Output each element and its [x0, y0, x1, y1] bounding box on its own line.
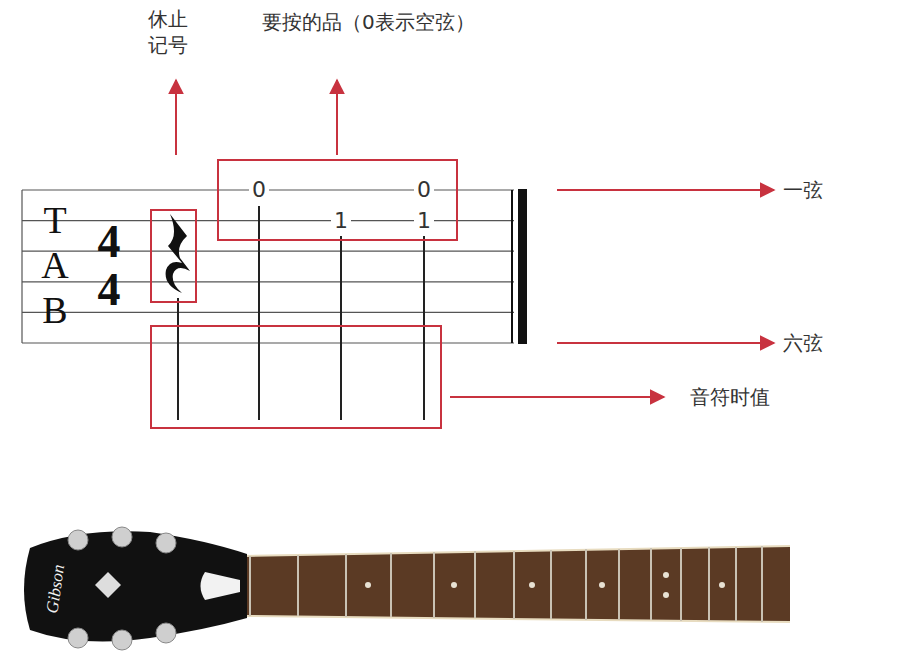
time-signature: 4	[98, 214, 121, 269]
callout-arrows	[176, 80, 774, 397]
callout-label: 要按的品（0表示空弦）	[262, 10, 475, 34]
note-stems	[178, 206, 424, 420]
quarter-rest	[166, 214, 190, 293]
callout-label: 音符时值	[690, 385, 770, 409]
barline	[511, 190, 513, 343]
guitar-neck	[24, 527, 790, 650]
staff-lines	[22, 190, 514, 343]
tab-letter: T	[43, 198, 66, 244]
callout-label: 休止 记号	[148, 6, 192, 58]
time-signature: 4	[98, 262, 121, 317]
fret-number: 1	[414, 207, 434, 233]
tab-letter: A	[41, 243, 68, 289]
brand-logo: Gibson	[42, 563, 69, 614]
tab-letter: B	[42, 288, 67, 334]
string-label: 一弦	[783, 178, 823, 202]
fret-number: 1	[331, 207, 351, 233]
fret-number: 0	[249, 177, 269, 203]
final-barline	[518, 189, 527, 344]
highlight-boxes	[151, 160, 457, 428]
string-label: 六弦	[783, 331, 823, 355]
fret-number: 0	[414, 177, 434, 203]
